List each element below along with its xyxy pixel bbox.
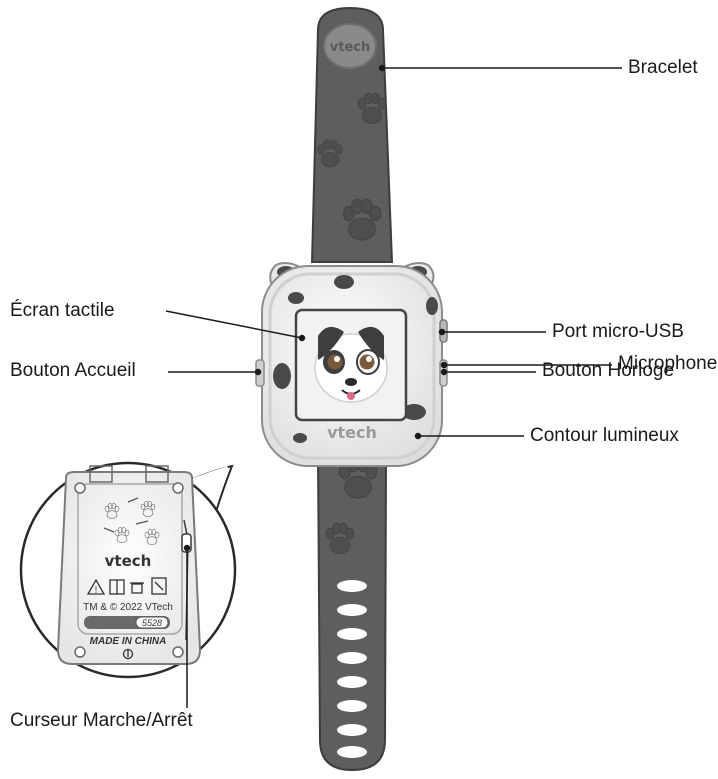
watch-case: vtech [255, 262, 448, 467]
label-ecran-tactile: Écran tactile [10, 300, 115, 321]
bin-icon [131, 583, 143, 594]
lower-strap [316, 454, 388, 772]
upper-strap: vtech [310, 6, 394, 263]
dog-face [314, 326, 388, 403]
made-in-text: MADE IN CHINA [90, 636, 167, 647]
label-bracelet: Bracelet [628, 57, 698, 78]
strap-holes [337, 580, 367, 758]
label-bouton-horloge: Bouton Horloge [542, 360, 675, 381]
label-contour-lumineux: Contour lumineux [530, 425, 679, 446]
back-inset: vtech ! TM & © 2022 VTech 5528 MADE IN C… [19, 461, 237, 679]
copyright-text: TM & © 2022 VTech [83, 602, 173, 613]
stud-logo-text: vtech [330, 40, 370, 55]
leader-lines [165, 64, 622, 708]
label-port-micro-usb: Port micro-USB [552, 321, 684, 342]
back-logo: vtech [105, 552, 152, 570]
regulatory-icons: ! [86, 577, 167, 595]
label-bouton-accueil: Bouton Accueil [10, 360, 136, 381]
label-microphone: Microphone [618, 353, 718, 374]
leader-ecran [165, 310, 303, 339]
case-logo: vtech [327, 423, 377, 442]
label-curseur-marche-arret: Curseur Marche/Arrêt [10, 710, 193, 731]
svg-text:!: ! [95, 585, 98, 595]
logo-stud [323, 23, 377, 69]
model-number: 5528 [142, 618, 162, 628]
warning-icon [86, 578, 106, 595]
power-icon [122, 648, 134, 660]
recycle-icon [151, 577, 167, 595]
